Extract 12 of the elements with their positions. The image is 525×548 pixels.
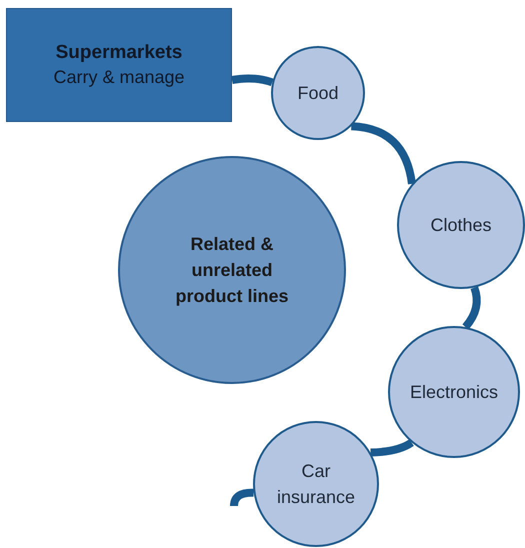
- center-label: Related & unrelated product lines: [174, 233, 290, 308]
- product-label: Food: [296, 82, 340, 105]
- connector-line: [350, 122, 416, 185]
- product-label: Electronics: [408, 381, 500, 404]
- connector-line: [370, 439, 414, 456]
- category-box: [6, 8, 232, 122]
- product-label: Car insurance: [276, 460, 356, 509]
- connector-line: [230, 488, 254, 506]
- box-subtitle: Carry & manage: [53, 66, 185, 89]
- connector-line: [231, 74, 274, 86]
- product-label: Clothes: [429, 214, 493, 237]
- box-heading: Supermarkets: [56, 41, 182, 65]
